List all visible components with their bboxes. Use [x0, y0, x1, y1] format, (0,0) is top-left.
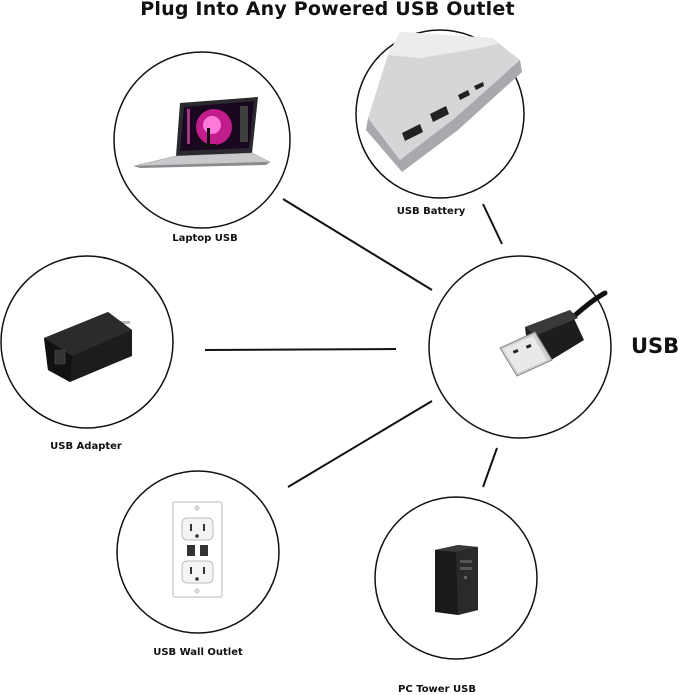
connector-pc-tower: [482, 447, 498, 488]
connector-adapter: [204, 348, 397, 351]
laptop-icon: [133, 97, 271, 168]
usb-battery-icon: [366, 32, 522, 172]
connector-laptop: [282, 198, 433, 291]
usb-label: USB: [631, 334, 679, 358]
connector-wall-outlet: [287, 400, 433, 488]
pc-tower-icon: [435, 545, 478, 615]
label-usb-adapter: USB Adapter: [50, 441, 122, 452]
label-pc-tower-usb: PC Tower USB: [398, 684, 476, 695]
label-usb-battery: USB Battery: [396, 206, 466, 217]
connector-battery: [482, 203, 503, 245]
usb-adapter-icon: [44, 312, 132, 382]
page-title: Plug Into Any Powered USB Outlet: [140, 0, 515, 20]
usb-plug-icon: [499, 290, 608, 377]
usb-wall-outlet-icon: [172, 501, 223, 598]
label-laptop-usb: Laptop USB: [172, 233, 238, 244]
label-usb-wall-outlet: USB Wall Outlet: [153, 647, 243, 658]
